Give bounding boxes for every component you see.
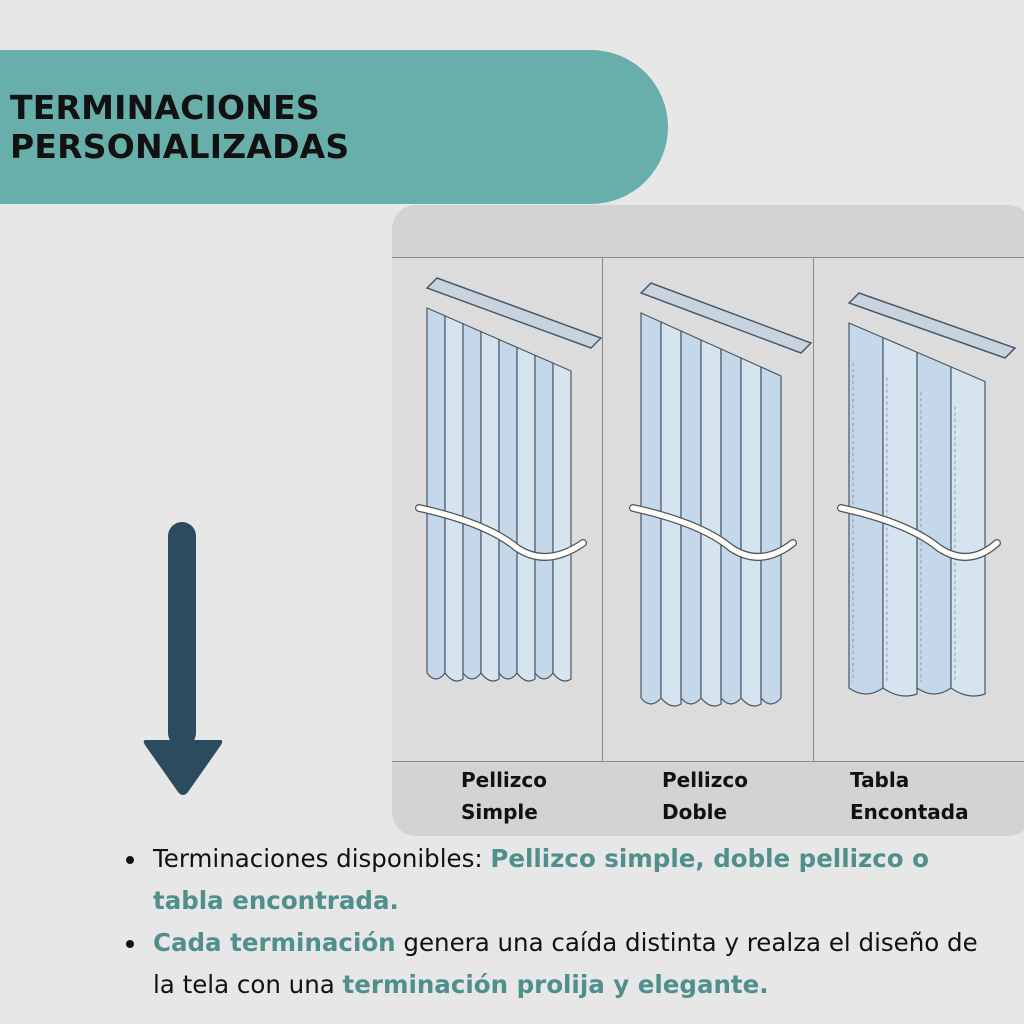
curtain-fold: [700, 339, 722, 707]
label-line: Pellizco: [461, 768, 548, 792]
curtain-fold: [882, 336, 918, 697]
bullet-highlight: Pellizco simple, doble pellizco o tabla …: [153, 844, 929, 915]
label-line: Doble: [662, 800, 728, 824]
bullet-item: Cada terminación genera una caída distin…: [126, 922, 1006, 1006]
curtain-fold: [462, 322, 482, 680]
curtain-pellizco-doble-image: [629, 282, 813, 707]
panel-pellizco-doble: [603, 258, 814, 761]
bullet-item: Terminaciones disponibles: Pellizco simp…: [126, 838, 1006, 922]
bullet-list: Terminaciones disponibles: Pellizco simp…: [126, 838, 1006, 1006]
curtain-tabla-encontada-image: [837, 292, 1017, 697]
curtain-pellizco-simple-image: [415, 277, 602, 682]
bullet-text: Terminaciones disponibles:: [153, 844, 491, 873]
arrow-down-icon: [143, 522, 223, 795]
curtain-fold: [498, 338, 518, 680]
curtain-fold: [516, 346, 536, 682]
label-line: Encontada: [850, 800, 969, 824]
panel-tabla-encontada: [814, 258, 1024, 761]
label-tabla-encontada: Tabla Encontada: [850, 764, 969, 828]
label-line: Pellizco: [662, 768, 749, 792]
curtain-fold: [480, 330, 500, 682]
bullet-highlight: terminación prolija y elegante.: [342, 970, 769, 999]
rail: [425, 277, 602, 349]
tieback-band: [838, 505, 1000, 560]
curtain-fold: [680, 330, 702, 705]
page-title: TERMINACIONES PERSONALIZADAS: [10, 88, 350, 166]
label-line: Tabla: [850, 768, 910, 792]
curtain-fold: [552, 362, 572, 682]
curtain-fold: [720, 348, 742, 705]
label-line: Simple: [461, 800, 538, 824]
label-pellizco-simple: Pellizco Simple: [461, 764, 547, 828]
curtain-fold: [444, 314, 464, 682]
tieback-band: [630, 505, 796, 560]
bullet-highlight: Cada terminación: [153, 928, 396, 957]
curtain-illustrations: [392, 257, 1024, 762]
tieback-band: [416, 505, 586, 560]
curtain-fold: [534, 354, 554, 680]
curtain-fold: [950, 365, 986, 697]
bullet-text: genera una caída distinta y realza el di…: [153, 928, 978, 999]
title-banner: TERMINACIONES PERSONALIZADAS: [0, 50, 668, 204]
rail: [847, 292, 1017, 359]
panel-pellizco-simple: [392, 258, 603, 761]
curtain-fold: [740, 357, 762, 707]
curtain-fold: [760, 366, 782, 705]
rail: [639, 282, 813, 354]
curtain-fold: [916, 351, 952, 695]
curtain-fold: [426, 307, 446, 680]
label-pellizco-doble: Pellizco Doble: [662, 764, 748, 828]
